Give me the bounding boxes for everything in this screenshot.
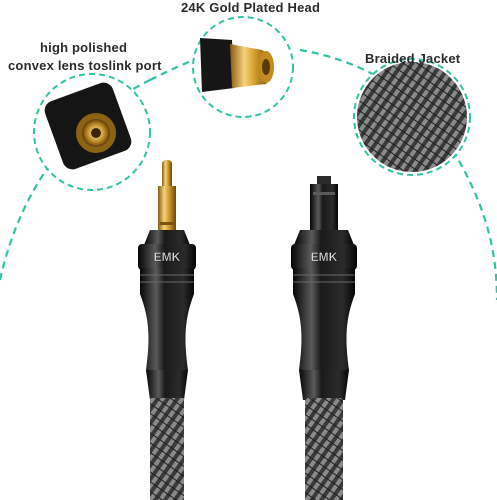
standard-toslink-connector <box>291 176 357 500</box>
braid-detail <box>357 62 467 172</box>
lens-label-line1: high polished <box>40 40 128 55</box>
braided-jacket-label: Braided Jacket <box>365 51 461 66</box>
brand-mark-right: EMK <box>311 250 338 264</box>
gold-head-label: 24K Gold Plated Head <box>181 0 321 15</box>
mini-toslink-connector <box>138 160 196 500</box>
lens-port-detail <box>44 82 132 170</box>
gold-head-detail <box>200 38 274 92</box>
lens-label-line2: convex lens toslink port <box>8 58 162 73</box>
brand-mark-left: EMK <box>154 250 181 264</box>
